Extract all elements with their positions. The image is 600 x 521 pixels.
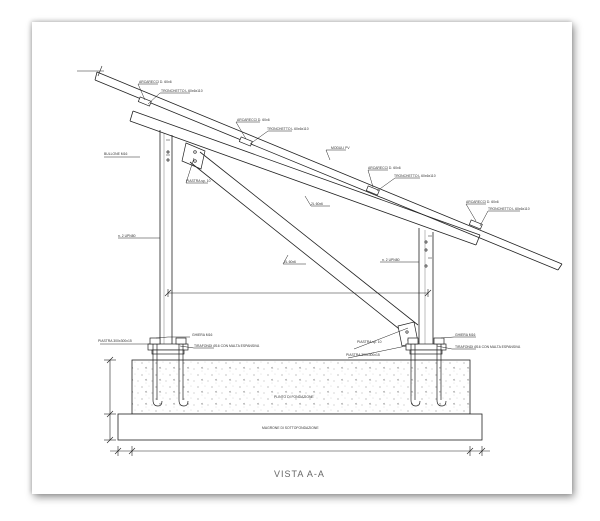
view-title: VISTA A-A bbox=[274, 469, 325, 479]
label-arcarecci-1: ARCARECCI D. 60x6 bbox=[139, 80, 172, 84]
foundation-plinth bbox=[131, 359, 471, 415]
label-piastra-top: PIASTRA sp. 10 bbox=[186, 179, 211, 183]
break-mark bbox=[77, 65, 104, 77]
pv-modules bbox=[94, 71, 563, 271]
label-piastra-mid: PIASTRA sp. 10 bbox=[357, 340, 382, 344]
label-l-beam-1: 2L 60x6 bbox=[311, 202, 323, 206]
diagonal-brace bbox=[189, 151, 419, 337]
drawing-sheet: ARCARECCI D. 60x6 TRONCHETTO L 60x6x110 … bbox=[32, 22, 572, 494]
label-tronchetto-4: TRONCHETTO L 60x6x110 bbox=[488, 207, 530, 211]
label-piastra-base-right: PIASTRA 300x300x15 bbox=[346, 353, 380, 357]
label-piastra-base-left: PIASTRA 300x300x15 bbox=[98, 339, 132, 343]
label-modulo-pv: MODULI PV bbox=[331, 146, 350, 150]
label-ghiera-right: GHIERA M16 bbox=[455, 333, 475, 337]
label-arcarecci-4: ARCARECCI D. 60x6 bbox=[466, 200, 499, 204]
label-ghiera-left: GHIERA M16 bbox=[192, 333, 212, 337]
leader-lines bbox=[100, 83, 520, 359]
label-tronchetto-3: TRONCHETTO L 60x6x110 bbox=[394, 174, 436, 178]
lean-concrete-layer bbox=[117, 413, 483, 441]
bottom-dimensions bbox=[110, 446, 490, 456]
section-drawing: ARCARECCI D. 60x6 TRONCHETTO L 60x6x110 … bbox=[77, 65, 563, 479]
label-col-left: n. 2 UPN80 bbox=[118, 234, 136, 238]
callout-labels: ARCARECCI D. 60x6 TRONCHETTO L 60x6x110 … bbox=[98, 80, 530, 430]
label-l-beam-2: 2L 60x6 bbox=[284, 260, 296, 264]
label-arcarecci-3: ARCARECCI D. 60x6 bbox=[368, 166, 401, 170]
left-dimensions bbox=[104, 356, 116, 444]
label-tronchetto-2: TRONCHETTO L 60x6x110 bbox=[267, 127, 309, 131]
label-tronchetto-1: TRONCHETTO L 60x6x110 bbox=[161, 89, 203, 93]
label-magrone: MAGRONE DI SOTTOFONDAZIONE bbox=[262, 426, 319, 430]
left-column bbox=[159, 130, 173, 345]
tronchetti bbox=[137, 96, 483, 230]
label-col-right: n. 2 UPN80 bbox=[382, 258, 400, 262]
right-column bbox=[418, 228, 434, 345]
internal-dimension bbox=[164, 289, 432, 297]
label-tirafondi-right: TIRAFONDI Ø16 CON MALTA ESPANSIVA bbox=[455, 345, 521, 349]
column-ticks bbox=[166, 139, 432, 259]
label-bullone: BULLONE M16 bbox=[104, 152, 127, 156]
label-plinto: PLINTO DI FONDAZIONE bbox=[274, 395, 314, 399]
main-rafter bbox=[129, 110, 481, 246]
label-arcarecci-2: ARCARECCI D. 60x6 bbox=[237, 118, 270, 122]
label-tirafondi-left: TIRAFONDI Ø16 CON MALTA ESPANSIVA bbox=[194, 344, 260, 348]
top-plate-left bbox=[166, 142, 206, 170]
